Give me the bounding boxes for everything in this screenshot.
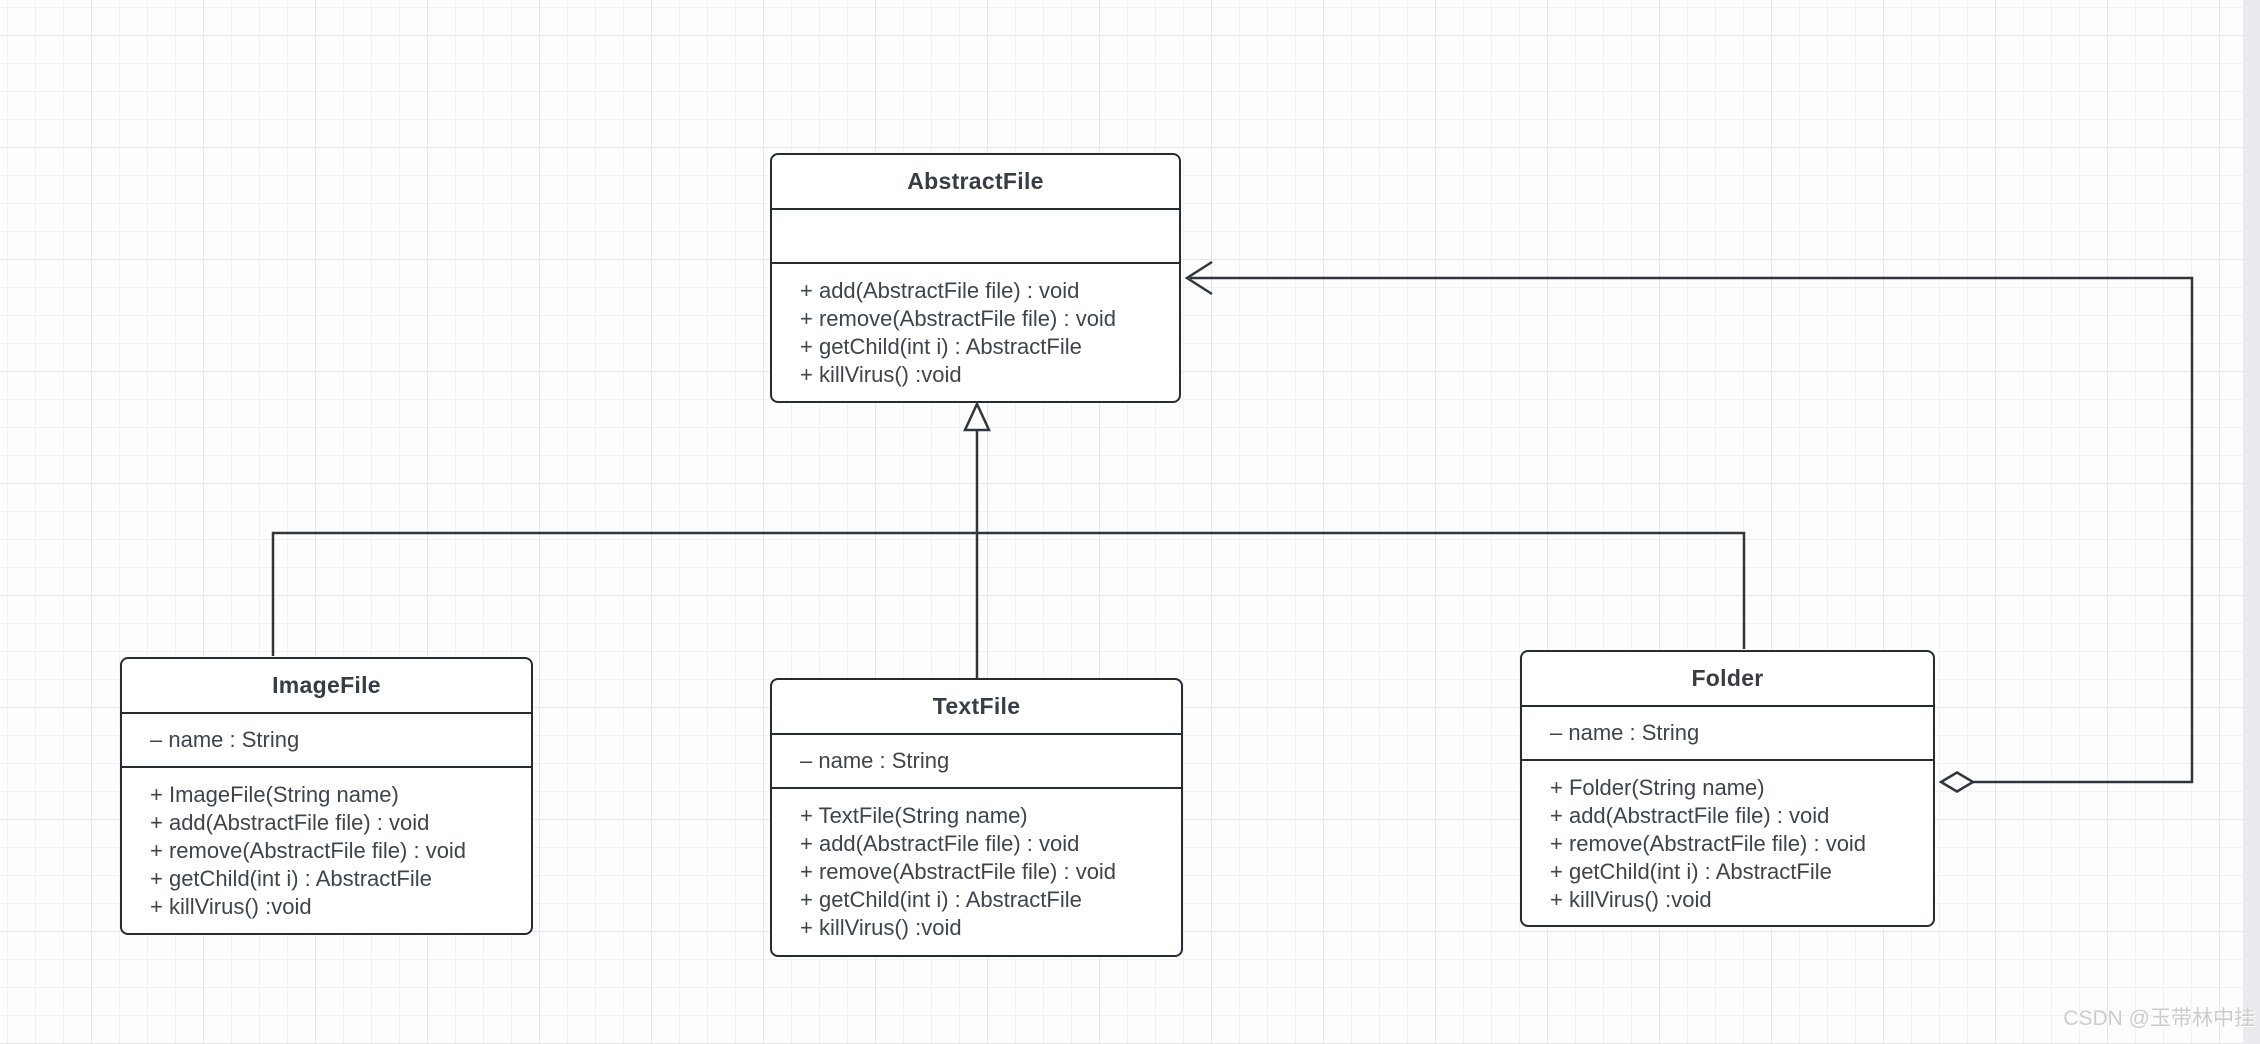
method-line: + add(AbstractFile file) : void bbox=[800, 831, 1080, 856]
method-line: + getChild(int i) : AbstractFile bbox=[800, 334, 1082, 359]
method-line: + killVirus() :void bbox=[150, 894, 312, 919]
class-imagefile-title: ImageFile bbox=[272, 672, 381, 698]
method-line: + getChild(int i) : AbstractFile bbox=[150, 866, 432, 891]
vertical-scrollbar[interactable] bbox=[2243, 0, 2260, 1044]
attribute-line: – name : String bbox=[800, 748, 950, 773]
method-line: + Folder(String name) bbox=[1550, 775, 1765, 800]
class-textfile[interactable]: TextFile – name : String + TextFile(Stri… bbox=[770, 678, 1183, 957]
class-folder-attributes: – name : String bbox=[1522, 705, 1933, 759]
method-line: + add(AbstractFile file) : void bbox=[150, 810, 430, 835]
method-line: + remove(AbstractFile file) : void bbox=[1550, 831, 1867, 856]
method-line: + add(AbstractFile file) : void bbox=[800, 278, 1080, 303]
method-line: + killVirus() :void bbox=[1550, 887, 1712, 912]
aggregation-diamond-icon bbox=[1938, 771, 1976, 793]
method-line: + add(AbstractFile file) : void bbox=[1550, 803, 1830, 828]
watermark: CSDN @玉带林中挂 bbox=[2063, 1007, 2255, 1030]
class-imagefile-methods: + ImageFile(String name) + add(AbstractF… bbox=[122, 766, 531, 933]
method-line: + getChild(int i) : AbstractFile bbox=[1550, 859, 1832, 884]
class-imagefile-attributes: – name : String bbox=[122, 712, 531, 766]
method-line: + killVirus() :void bbox=[800, 362, 962, 387]
class-abstractfile[interactable]: AbstractFile + add(AbstractFile file) : … bbox=[770, 153, 1181, 403]
class-folder-methods: + Folder(String name) + add(AbstractFile… bbox=[1522, 759, 1933, 926]
method-line: + TextFile(String name) bbox=[800, 803, 1028, 828]
method-line: + remove(AbstractFile file) : void bbox=[800, 859, 1117, 884]
generalization-connector[interactable] bbox=[271, 430, 1746, 678]
class-folder[interactable]: Folder – name : String + Folder(String n… bbox=[1520, 650, 1935, 927]
class-textfile-title: TextFile bbox=[932, 693, 1021, 719]
class-textfile-methods: + TextFile(String name) + add(AbstractFi… bbox=[772, 787, 1181, 955]
method-line: + remove(AbstractFile file) : void bbox=[800, 306, 1117, 331]
method-line: + killVirus() :void bbox=[800, 915, 962, 940]
class-abstractfile-title: AbstractFile bbox=[907, 168, 1044, 194]
method-line: + ImageFile(String name) bbox=[150, 782, 399, 807]
class-textfile-attributes: – name : String bbox=[772, 733, 1181, 787]
class-abstractfile-attributes bbox=[772, 208, 1179, 262]
open-arrowhead-icon bbox=[1184, 260, 1213, 296]
class-abstractfile-methods: + add(AbstractFile file) : void + remove… bbox=[772, 262, 1179, 401]
generalization-triangle-arrowhead-icon bbox=[963, 401, 991, 432]
attribute-line: – name : String bbox=[1550, 720, 1700, 745]
attribute-line: – name : String bbox=[150, 727, 300, 752]
class-imagefile[interactable]: ImageFile – name : String + ImageFile(St… bbox=[120, 657, 533, 935]
method-line: + getChild(int i) : AbstractFile bbox=[800, 887, 1082, 912]
method-line: + remove(AbstractFile file) : void bbox=[150, 838, 467, 863]
class-folder-title: Folder bbox=[1691, 665, 1764, 691]
